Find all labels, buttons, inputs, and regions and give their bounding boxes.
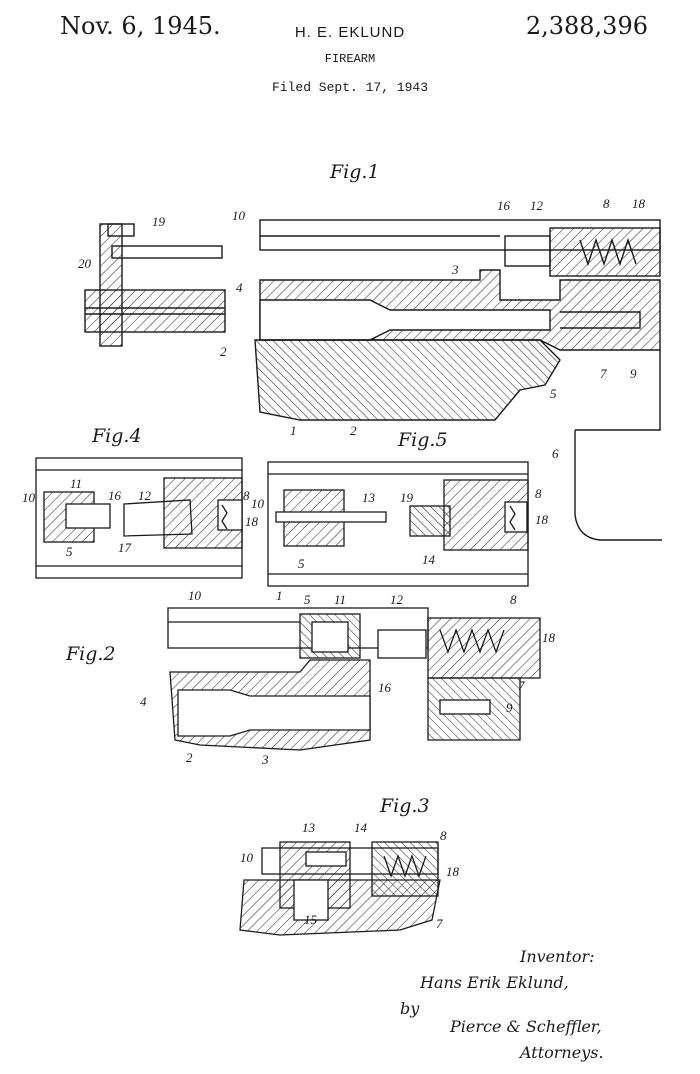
reference-numeral: 2 xyxy=(220,344,227,359)
fig1-upper-tube xyxy=(111,245,223,259)
reference-numeral: 1 xyxy=(276,588,283,603)
inventor-name: H. E. EKLUND xyxy=(294,24,406,41)
reference-numeral: 19 xyxy=(152,214,166,229)
reference-numeral: 3 xyxy=(451,262,459,277)
attorneys-label: Attorneys. xyxy=(518,1043,604,1062)
reference-numeral: 6 xyxy=(552,446,559,461)
reference-numeral: 13 xyxy=(302,820,316,835)
reference-numeral: 12 xyxy=(390,592,404,607)
reference-numeral: 18 xyxy=(245,514,259,529)
reference-numeral: 14 xyxy=(354,820,368,835)
reference-numeral: 5 xyxy=(66,544,73,559)
reference-numeral: 1 xyxy=(290,423,297,438)
reference-numeral: 7 xyxy=(600,366,607,381)
reference-numeral: 18 xyxy=(535,512,549,527)
reference-numeral: 11 xyxy=(70,476,82,491)
reference-numeral: 16 xyxy=(108,488,122,503)
figure-3: Fig.3 13 14 8 10 18 15 7 xyxy=(239,795,460,936)
reference-numeral: 13 xyxy=(362,490,376,505)
inventor-signature: Hans Erik Eklund, xyxy=(419,973,569,992)
reference-numeral: 12 xyxy=(530,198,544,213)
figure-1: Fig.1 19 10 16 12 8 18 20 3 4 2 7 xyxy=(78,161,662,541)
fig1-barrel-fragment xyxy=(84,289,226,333)
reference-numeral: 5 xyxy=(550,386,557,401)
patent-subject: FIREARM xyxy=(324,52,376,66)
reference-numeral: 5 xyxy=(304,592,311,607)
reference-numeral: 10 xyxy=(240,850,254,865)
figure-5: Fig.5 13 19 8 10 18 14 5 1 xyxy=(251,429,549,603)
reference-numeral: 17 xyxy=(118,540,132,555)
reference-numeral: 10 xyxy=(188,588,202,603)
signature-block: Inventor: Hans Erik Eklund, by Pierce & … xyxy=(400,947,604,1062)
fig1-firing-pin xyxy=(560,311,641,329)
reference-numeral: 16 xyxy=(497,198,511,213)
filing-date: Filed Sept. 17, 1943 xyxy=(271,80,429,95)
fig1-spring xyxy=(579,237,637,267)
figure-3-label: Fig.3 xyxy=(379,795,430,817)
reference-numeral: 4 xyxy=(236,280,243,295)
inventor-label: Inventor: xyxy=(519,947,595,966)
patent-date: Nov. 6, 1945. xyxy=(60,12,221,40)
reference-numeral: 3 xyxy=(261,752,269,767)
reference-numeral: 8 xyxy=(535,486,542,501)
reference-numeral: 9 xyxy=(506,700,513,715)
fig1-piston xyxy=(504,235,551,267)
reference-numeral: 11 xyxy=(334,592,346,607)
reference-numeral: 10 xyxy=(22,490,36,505)
reference-numeral: 7 xyxy=(436,916,443,931)
reference-numeral: 5 xyxy=(298,556,305,571)
reference-numeral: 10 xyxy=(251,496,265,511)
figure-4-label: Fig.4 xyxy=(91,425,142,447)
figure-2: Fig.2 10 5 11 12 8 18 7 16 4 9 2 3 xyxy=(65,588,556,767)
reference-numeral: 18 xyxy=(632,196,646,211)
reference-numeral: 18 xyxy=(446,864,460,879)
reference-numeral: 8 xyxy=(440,828,447,843)
fig1-bolt-housing xyxy=(549,227,661,277)
figure-5-label: Fig.5 xyxy=(397,429,448,451)
reference-numeral: 20 xyxy=(78,256,92,271)
reference-numeral: 2 xyxy=(350,423,357,438)
reference-numeral: 8 xyxy=(243,488,250,503)
figure-1-label: Fig.1 xyxy=(329,161,380,183)
by-label: by xyxy=(400,999,420,1018)
figure-2-label: Fig.2 xyxy=(65,643,116,665)
reference-numeral: 16 xyxy=(378,680,392,695)
attorney-signature: Pierce & Scheffler, xyxy=(449,1017,602,1036)
reference-numeral: 10 xyxy=(232,208,246,223)
fig1-stock-front xyxy=(254,339,561,421)
patent-number: 2,388,396 xyxy=(525,12,648,40)
reference-numeral: 4 xyxy=(140,694,147,709)
figure-4: Fig.4 11 16 12 8 10 18 5 17 xyxy=(22,425,259,579)
reference-numeral: 12 xyxy=(138,488,152,503)
reference-numeral: 9 xyxy=(630,366,637,381)
reference-numeral: 8 xyxy=(510,592,517,607)
reference-numeral: 7 xyxy=(518,678,525,693)
reference-numeral: 19 xyxy=(400,490,414,505)
reference-numeral: 2 xyxy=(186,750,193,765)
reference-numeral: 14 xyxy=(422,552,436,567)
reference-numeral: 15 xyxy=(304,912,318,927)
reference-numeral: 8 xyxy=(603,196,610,211)
reference-numeral: 18 xyxy=(542,630,556,645)
fig1-magazine xyxy=(574,430,662,541)
